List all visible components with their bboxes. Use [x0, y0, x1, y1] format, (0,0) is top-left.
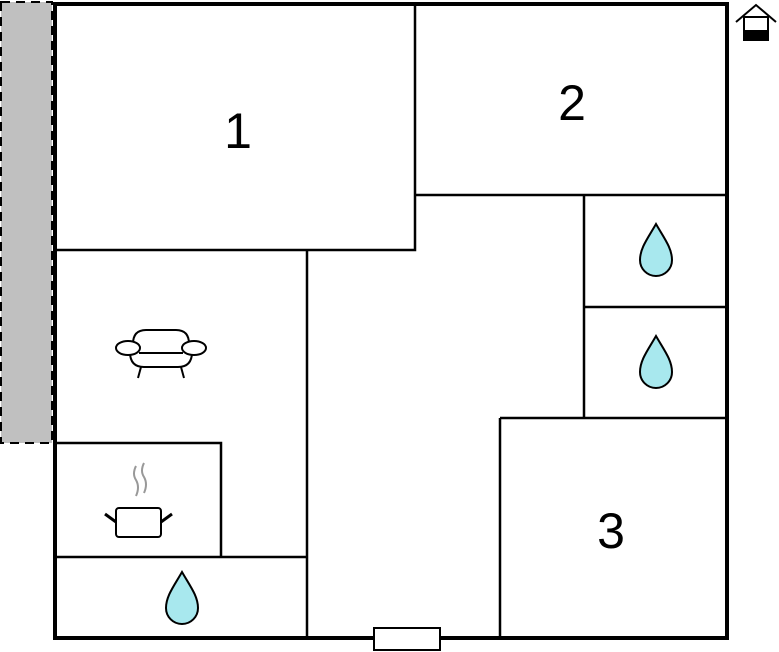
room-2-label: 2 — [558, 75, 586, 131]
water-drop-icon — [164, 569, 200, 625]
entrance-door — [373, 627, 441, 651]
outer-wall — [53, 2, 729, 640]
water-drop-icon — [638, 221, 674, 277]
house-icon — [735, 3, 777, 41]
room-3-label: 3 — [597, 503, 625, 559]
room-1-label: 1 — [224, 103, 252, 159]
sofa-icon — [115, 329, 207, 379]
interior-walls — [55, 4, 727, 638]
cooking-pot-icon — [104, 462, 173, 538]
water-drop-icon — [638, 333, 674, 389]
terrace — [0, 1, 53, 444]
